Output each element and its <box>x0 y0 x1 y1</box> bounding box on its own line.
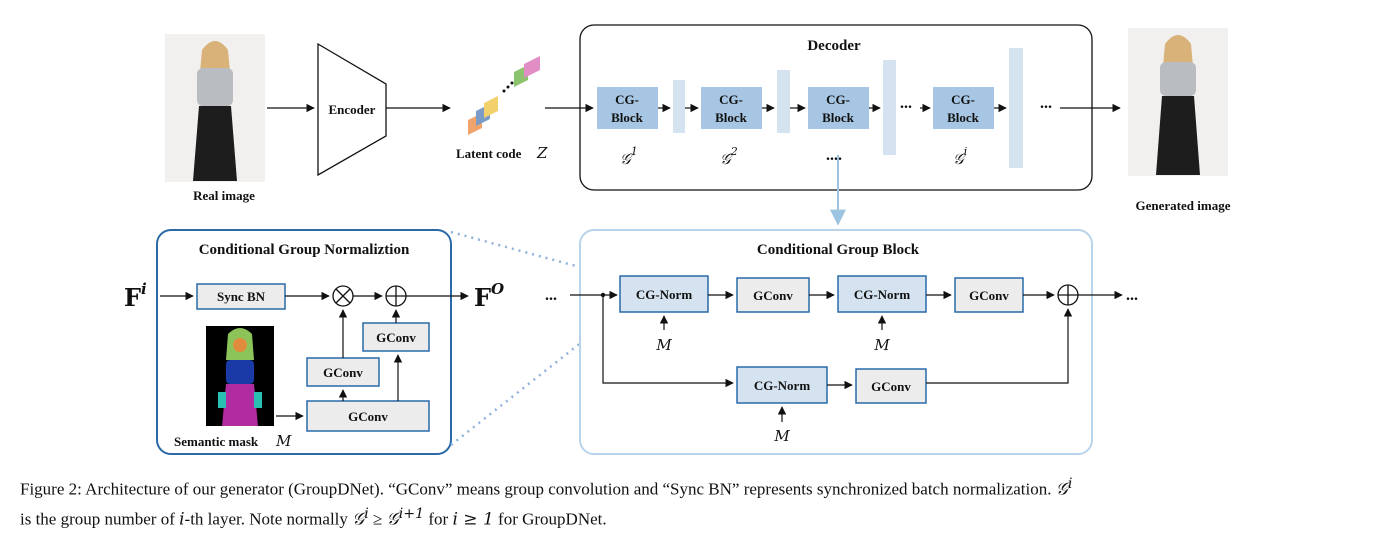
cgb-gconv-skip <box>855 368 927 404</box>
cgn-output-var: FO <box>474 280 504 312</box>
latent-code-var: Z <box>536 144 548 162</box>
caption-g2: 𝒢 <box>352 509 365 530</box>
figure-caption: Figure 2: Architecture of our generator … <box>20 476 1073 530</box>
group-label-dots: .... <box>826 147 842 164</box>
encoder-label: Encoder <box>329 102 376 117</box>
caption-text-1: Figure 2: Architecture of our generator … <box>20 479 1056 499</box>
sync-bn-label: Sync BN <box>217 289 266 304</box>
caption-cond: i ≥ 1 <box>452 509 494 530</box>
cg-block-3-line2: Block <box>822 110 855 125</box>
cg-block-1-line2: Block <box>611 110 644 125</box>
caption-g: 𝒢 <box>1055 479 1068 500</box>
cgn-gconv-bottom-label: GConv <box>348 409 388 424</box>
cgb-cg-norm-skip-label: CG-Norm <box>754 378 810 393</box>
semantic-mask-label: Semantic mask <box>174 434 259 449</box>
cgb-m-2: M <box>873 336 890 354</box>
cgn-gconv-top-label: GConv <box>376 330 416 345</box>
cgb-gconv-2 <box>954 277 1024 313</box>
cgb-gconv-skip-label: GConv <box>871 379 911 394</box>
cgb-cg-norm-2-label: CG-Norm <box>854 287 910 302</box>
cgb-cg-norm-2 <box>837 275 927 313</box>
add-op <box>385 285 407 307</box>
real-image-label: Real image <box>193 188 255 203</box>
group-label-i: 𝒢i <box>953 145 967 168</box>
zoom-connector-top <box>450 230 621 280</box>
cgb-cg-norm-1 <box>619 275 709 313</box>
generated-image <box>1128 28 1228 176</box>
cg-block-2 <box>701 87 762 129</box>
latent-code-label: Latent code <box>456 146 522 161</box>
feature-bar-1 <box>673 80 685 133</box>
caption-text-3: -th layer. Note normally <box>184 509 353 529</box>
latent-code-bars <box>468 56 540 135</box>
group-label-1: 𝒢1 <box>620 145 638 168</box>
caption-g-sup: i <box>1067 476 1073 492</box>
cgb-gconv-1-label: GConv <box>753 288 793 303</box>
cgb-output-ellipsis: ... <box>1126 287 1138 304</box>
caption-g3: 𝒢 <box>386 509 399 530</box>
cgb-add-op <box>1057 284 1079 306</box>
real-image <box>165 34 265 182</box>
caption-g3-sup: i+1 <box>398 505 425 522</box>
caption-i: i <box>179 509 185 530</box>
cgn-gconv-top <box>362 322 430 352</box>
zoom-connector-bottom <box>450 311 621 446</box>
group-label-2: 𝒢2 <box>720 145 738 168</box>
cgn-input-var: Fi <box>124 280 147 312</box>
cgb-m-3: M <box>773 427 790 445</box>
cg-block-2-line1: CG- <box>719 92 743 107</box>
decoder-ellipsis-1: ... <box>900 95 912 112</box>
feature-bar-4 <box>1009 48 1023 168</box>
decoder-ellipsis-2: ... <box>1040 95 1052 112</box>
cgb-title: Conditional Group Block <box>757 242 920 258</box>
semantic-mask-var: M <box>275 432 292 450</box>
generated-image-label: Generated image <box>1136 198 1231 213</box>
encoder <box>317 42 387 177</box>
cgb-m-1: M <box>655 336 672 354</box>
cg-block-3-line1: CG- <box>826 92 850 107</box>
cgb-input-ellipsis: ... <box>545 287 557 304</box>
cg-block-i-line2: Block <box>947 110 980 125</box>
decoder-title: Decoder <box>807 38 861 54</box>
cg-block-2-line2: Block <box>715 110 748 125</box>
caption-text-4: for <box>424 509 453 529</box>
architecture-diagram: Real image Encoder Latent code Z Decoder… <box>124 24 1231 455</box>
multiply-op <box>332 285 354 307</box>
cgn-gconv-bottom <box>306 400 430 432</box>
cg-block-i <box>933 87 994 129</box>
caption-g2-sup: i <box>364 505 369 522</box>
semantic-mask-image <box>206 326 274 426</box>
cg-block-1-line1: CG- <box>615 92 639 107</box>
cg-block-1 <box>597 87 658 129</box>
cgn-title: Conditional Group Normaliztion <box>199 242 410 258</box>
caption-text-5: for GroupDNet. <box>493 509 607 529</box>
feature-bar-2 <box>777 70 790 133</box>
feature-bar-3 <box>883 60 896 155</box>
cgb-gconv-1 <box>736 277 810 313</box>
cgb-cg-norm-1-label: CG-Norm <box>636 287 692 302</box>
caption-text-2: is the group number of <box>20 509 180 529</box>
cg-block-i-line1: CG- <box>951 92 975 107</box>
cg-block-3 <box>808 87 869 129</box>
cgn-gconv-mid <box>306 357 380 387</box>
cgn-gconv-mid-label: GConv <box>323 365 363 380</box>
cgb-gconv-2-label: GConv <box>969 288 1009 303</box>
